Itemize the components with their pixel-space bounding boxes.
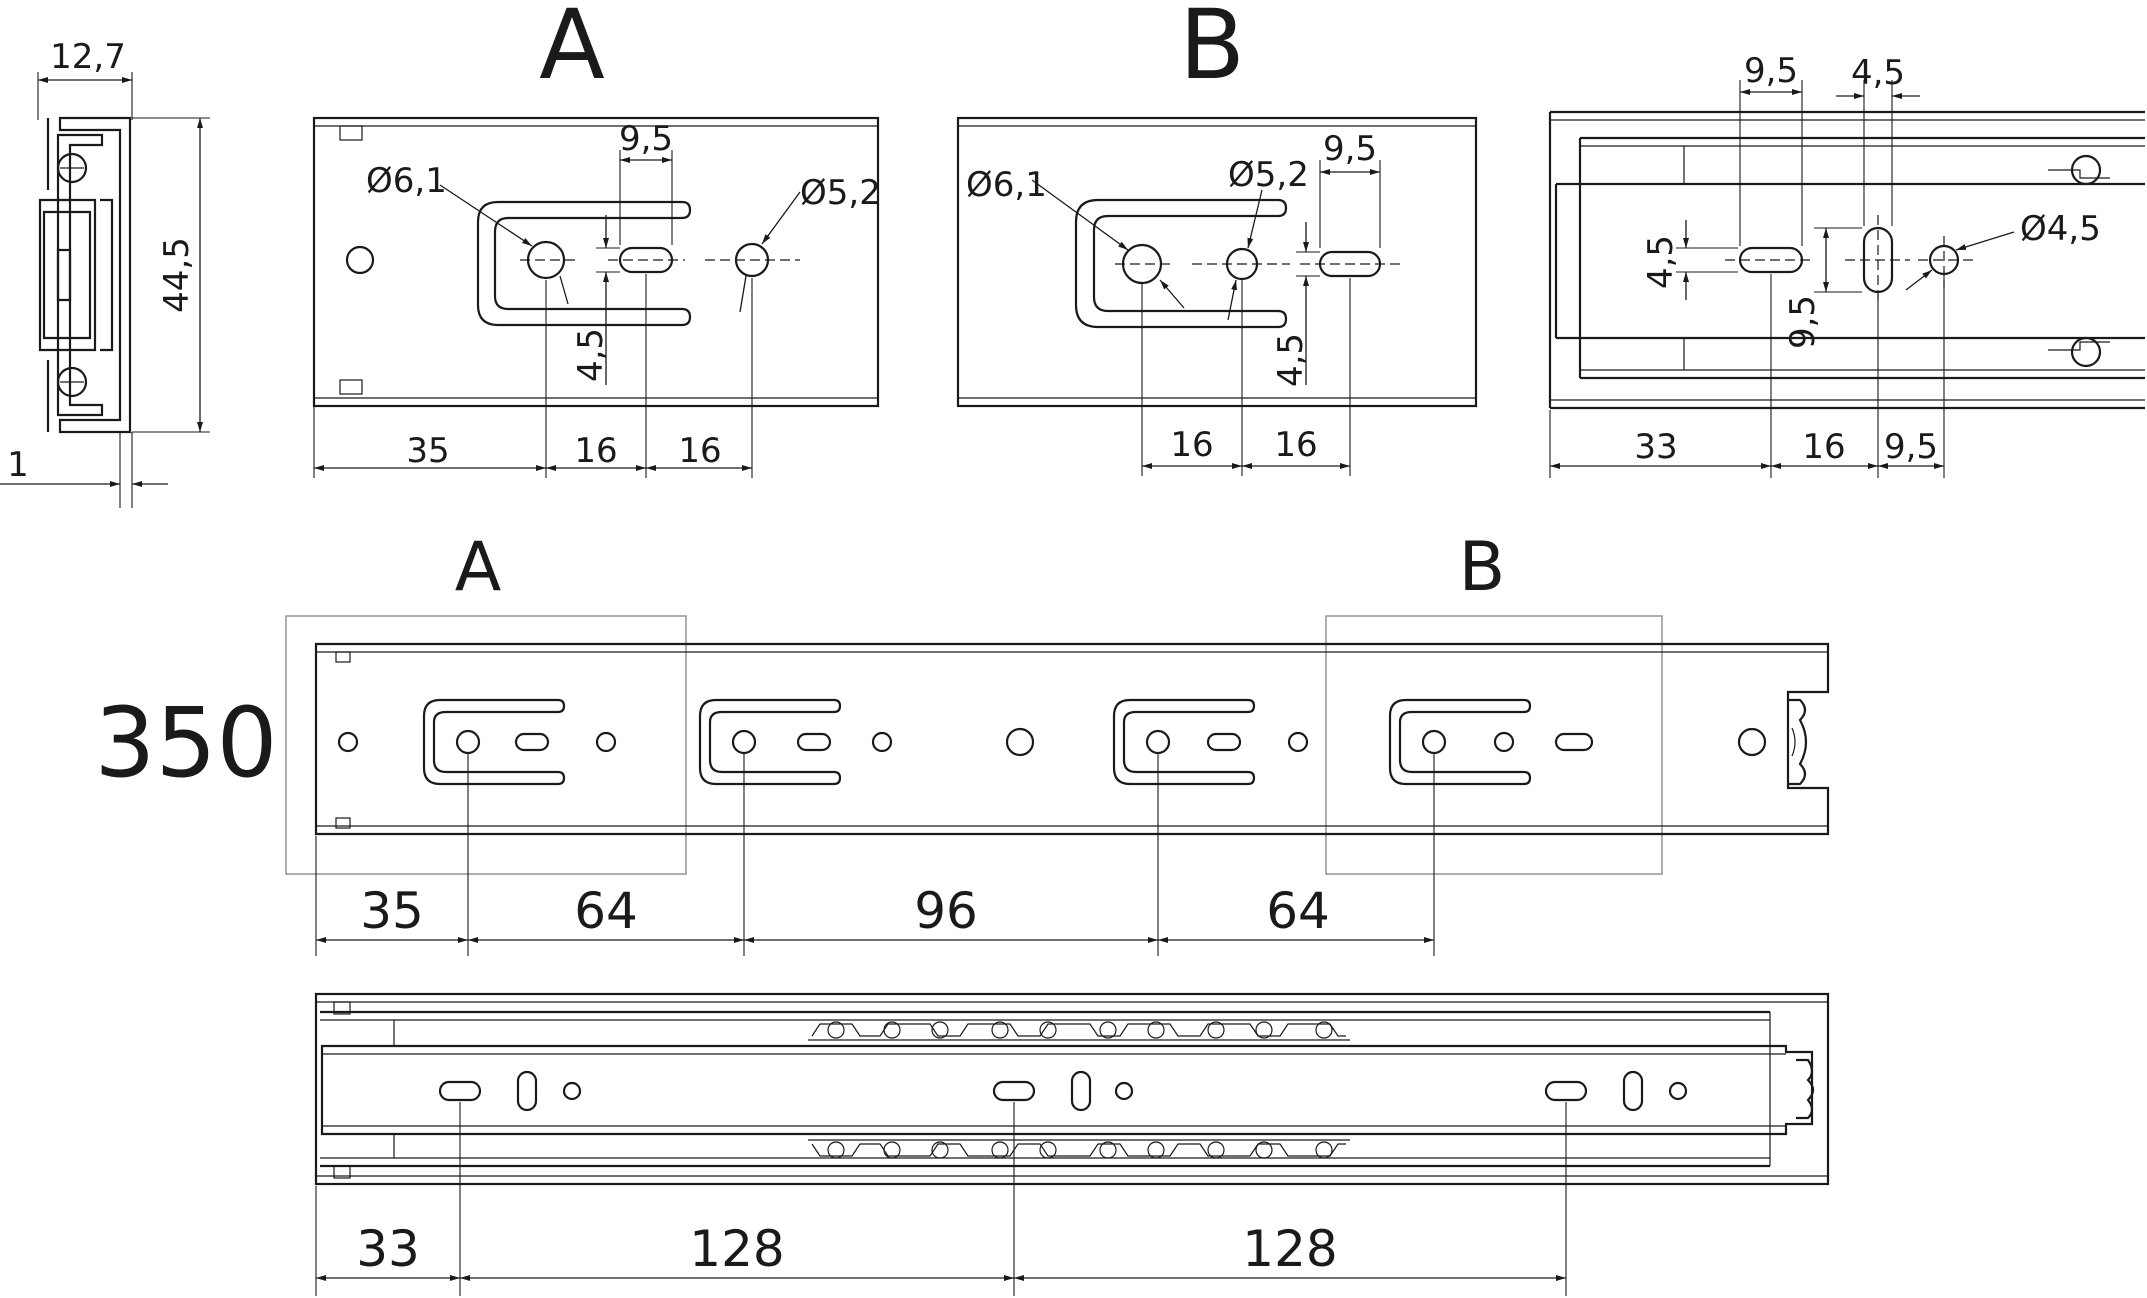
detail-c-slot-v-len: 9,5 (1783, 295, 1823, 349)
u-bracket-1 (422, 698, 566, 786)
detail-a-slot-height: 4,5 (571, 328, 611, 382)
cabinet-dim-2: 128 (689, 1220, 784, 1278)
long-view-a-label: A (455, 528, 502, 607)
detail-b-slot-height: 4,5 (1271, 333, 1311, 387)
u-bracket-2 (698, 698, 842, 786)
detail-a-hole-small: Ø5,2 (800, 173, 881, 213)
detail-c: 9,5 4,5 4,5 9,5 Ø4,5 33 16 9,5 (1548, 51, 2145, 478)
detail-b-slot-width: 9,5 (1323, 129, 1377, 169)
detail-a-callout-box (285, 615, 687, 875)
detail-b-hole-small: Ø5,2 (1228, 155, 1309, 195)
detail-c-dim-2: 16 (1802, 427, 1845, 467)
u-bracket-3 (1112, 698, 1256, 786)
long-view-b-label: B (1459, 528, 1506, 607)
drawer-member: A B (285, 528, 1830, 956)
detail-a-hole-large: Ø6,1 (366, 161, 447, 201)
detail-a-dim-1: 35 (406, 431, 449, 471)
detail-b: B 9,5 4,5 Ø6,1 Ø5,2 (956, 0, 1478, 476)
length-label: 350 (94, 687, 277, 799)
detail-a: A 9,5 4,5 Ø6,1 Ø5,2 (312, 0, 881, 478)
section-thickness-label: 1 (7, 445, 29, 485)
detail-b-callout-box (1325, 615, 1663, 875)
detail-a-dim-3: 16 (678, 431, 721, 471)
detail-a-title: A (539, 0, 605, 101)
detail-c-slot-h-len: 9,5 (1744, 51, 1798, 91)
drawer-dim-3: 96 (914, 882, 978, 940)
drawer-dim-1: 35 (360, 882, 424, 940)
section-width-label: 12,7 (50, 37, 126, 77)
detail-c-hole: Ø4,5 (2020, 209, 2101, 249)
detail-c-slot-h-height: 4,5 (1641, 235, 1681, 289)
detail-b-hole-large: Ø6,1 (966, 165, 1047, 205)
cabinet-member: 33 128 128 (314, 992, 1830, 1296)
detail-c-dim-1: 33 (1634, 427, 1677, 467)
drawer-dim-4: 64 (1266, 882, 1330, 940)
section-view: 12,7 44,5 1 (0, 37, 210, 508)
section-height-label: 44,5 (157, 237, 197, 313)
detail-b-dim-2: 16 (1274, 425, 1317, 465)
detail-c-slot-v-width: 4,5 (1851, 53, 1905, 93)
detail-c-dim-3: 9,5 (1884, 427, 1938, 467)
detail-b-title: B (1179, 0, 1245, 101)
detail-a-dim-2: 16 (574, 431, 617, 471)
cabinet-dim-1: 33 (356, 1220, 420, 1278)
cabinet-dim-3: 128 (1242, 1220, 1337, 1278)
u-bracket-4 (1388, 698, 1594, 786)
detail-a-slot-width: 9,5 (619, 119, 673, 159)
drawer-dim-2: 64 (574, 882, 638, 940)
detail-b-dim-1: 16 (1170, 425, 1213, 465)
